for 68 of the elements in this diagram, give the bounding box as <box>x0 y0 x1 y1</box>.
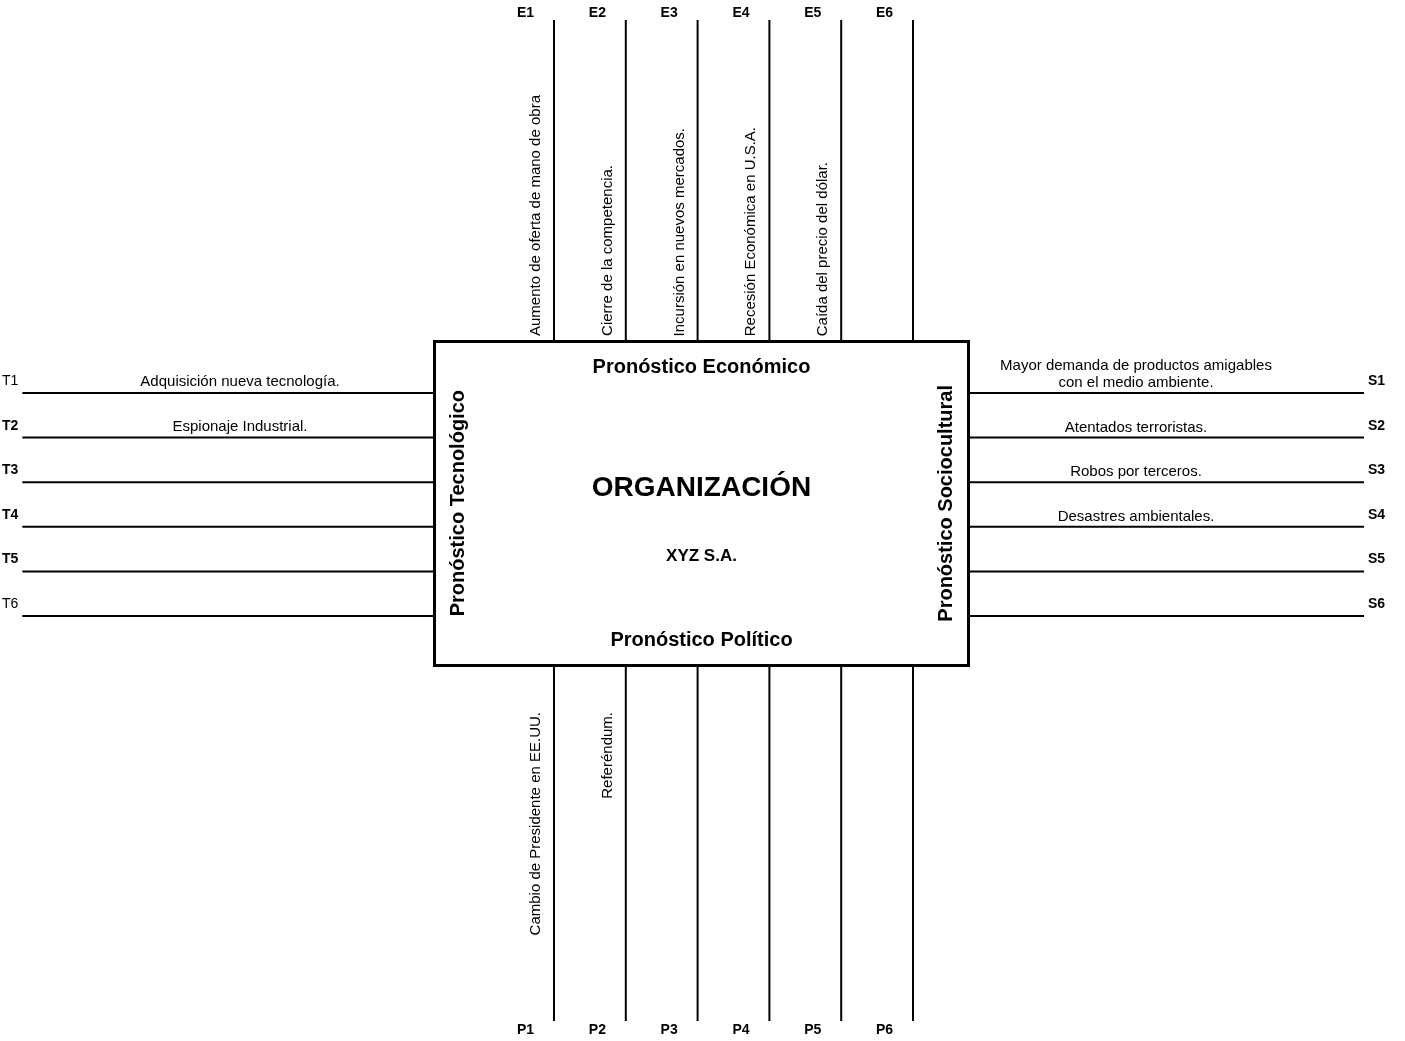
connector-line <box>912 666 914 1022</box>
connector-line <box>912 19 914 341</box>
edge-label: Mayor demanda de productos amigables con el medio ambiente. <box>999 356 1273 390</box>
reference-code: T1 <box>2 372 19 388</box>
connector-line <box>21 481 434 484</box>
reference-code: P2 <box>588 1021 606 1037</box>
connector-line <box>768 19 771 341</box>
edge-label: Atentados terroristas. <box>1063 417 1209 435</box>
reference-code: S1 <box>1368 372 1386 388</box>
connector-line <box>696 666 699 1022</box>
connector-line <box>624 19 627 341</box>
connector-line <box>696 19 699 341</box>
connector-line <box>969 570 1365 573</box>
reference-code: E3 <box>660 4 678 20</box>
edge-label: Recesión Económica en U.S.A. <box>741 126 759 336</box>
reference-code: S5 <box>1368 550 1386 567</box>
edge-label: Adquisición nueva tecnología. <box>139 372 341 389</box>
connector-line <box>969 481 1365 484</box>
reference-code: P5 <box>804 1021 822 1037</box>
reference-code: P6 <box>876 1021 894 1037</box>
reference-code: T3 <box>2 461 19 478</box>
connector-line <box>969 436 1365 439</box>
edge-label: Caída del precio del dólar. <box>813 161 831 336</box>
connector-line <box>969 392 1365 394</box>
connector-line <box>969 525 1365 528</box>
reference-code: S2 <box>1368 416 1386 433</box>
reference-code: E2 <box>588 4 606 20</box>
connector-line <box>768 666 771 1022</box>
connector-line <box>969 615 1365 617</box>
reference-code: P4 <box>732 1021 750 1037</box>
connector-line <box>553 19 555 341</box>
reference-code: E5 <box>804 4 822 20</box>
forecast-heading: Pronóstico Político <box>610 628 793 650</box>
connector-line <box>21 570 434 573</box>
reference-code: T2 <box>2 416 19 433</box>
reference-code: T5 <box>2 550 19 567</box>
edge-label: Robos por terceros. <box>1069 462 1203 480</box>
reference-code: E4 <box>732 4 750 20</box>
connector-line <box>21 615 434 617</box>
organization-box <box>433 340 970 667</box>
edge-label: Desastres ambientales. <box>1056 506 1216 524</box>
forecast-heading: Pronóstico Económico <box>592 355 811 377</box>
edge-label: Aumento de oferta de mano de obra <box>526 95 543 336</box>
edge-label: Espionaje Industrial. <box>171 416 309 434</box>
reference-code: E1 <box>517 4 535 20</box>
connector-line <box>553 666 555 1022</box>
reference-code: S4 <box>1368 505 1386 522</box>
edge-label: Cambio de Presidente en EE.UU. <box>526 712 543 936</box>
edge-label: Incursión en nuevos mercados. <box>669 127 687 336</box>
connector-line <box>21 392 434 394</box>
reference-code: E6 <box>876 4 894 20</box>
reference-code: S6 <box>1368 595 1386 611</box>
connector-line <box>840 666 843 1022</box>
organization-title: ORGANIZACIÓN <box>591 471 812 502</box>
forecast-heading: Pronóstico Sociocultural <box>934 385 957 622</box>
reference-code: S3 <box>1368 461 1386 478</box>
reference-code: T4 <box>2 505 19 522</box>
edge-label: Referéndum. <box>597 712 615 799</box>
reference-code: P3 <box>660 1021 678 1037</box>
connector-line <box>840 19 843 341</box>
connector-line <box>624 666 627 1022</box>
organization-name: XYZ S.A. <box>666 546 737 565</box>
reference-code: T6 <box>2 595 19 611</box>
connector-line <box>21 436 434 439</box>
edge-label: Cierre de la competencia. <box>597 165 615 336</box>
reference-code: P1 <box>517 1021 535 1037</box>
connector-line <box>21 525 434 528</box>
forecast-heading: Pronóstico Tecnológico <box>446 390 469 617</box>
